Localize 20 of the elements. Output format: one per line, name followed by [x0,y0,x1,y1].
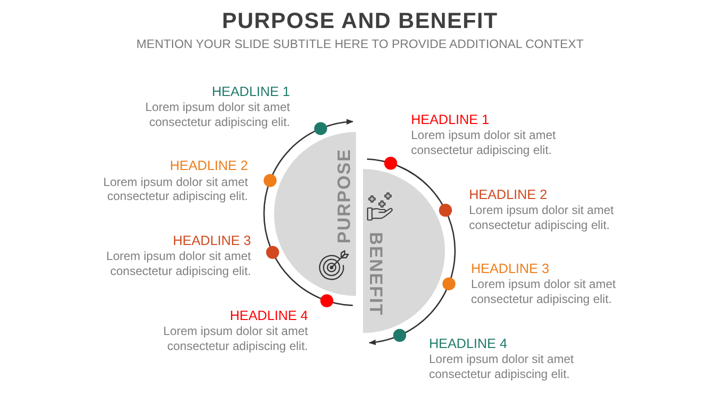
headline: HEADLINE 1 [212,84,290,98]
description-text: Lorem ipsum dolor sit amet consectetur adipiscing elit. [162,324,308,354]
description-text: Lorem ipsum dolor sit amet consectetur adipiscing elit. [469,203,615,232]
description-text: Lorem ipsum dolor sit amet consectetur adipiscing elit. [411,128,557,158]
headline: HEADLINE 2 [170,159,248,172]
description-text: Lorem ipsum dolor sit amet consectetur adipiscing elit. [144,100,290,130]
headline: HEADLINE 3 [172,234,251,247]
headline: HEADLINE 1 [411,112,490,126]
vertical-label: PURPOSE [334,148,352,244]
headline: HEADLINE 4 [230,308,308,322]
headline: HEADLINE 2 [469,188,548,201]
description-text: Lorem ipsum dolor sit amet consectetur adipiscing elit. [105,249,251,278]
description-text: Lorem ipsum dolor sit amet consectetur adipiscing elit. [102,174,248,204]
vertical-label: BENEFIT [366,232,384,316]
description-text: Lorem ipsum dolor sit amet consectetur adipiscing elit. [429,352,575,382]
description-text: Lorem ipsum dolor sit amet consectetur adipiscing elit. [471,277,617,306]
headline: HEADLINE 4 [429,336,508,350]
headline: HEADLINE 3 [471,262,550,276]
subtitle: MENTION YOUR SLIDE SUBTITLE HERE TO PROVIDE ADDITIONAL CONTEXT [136,38,584,50]
title: PURPOSE AND BENEFIT [222,10,498,32]
